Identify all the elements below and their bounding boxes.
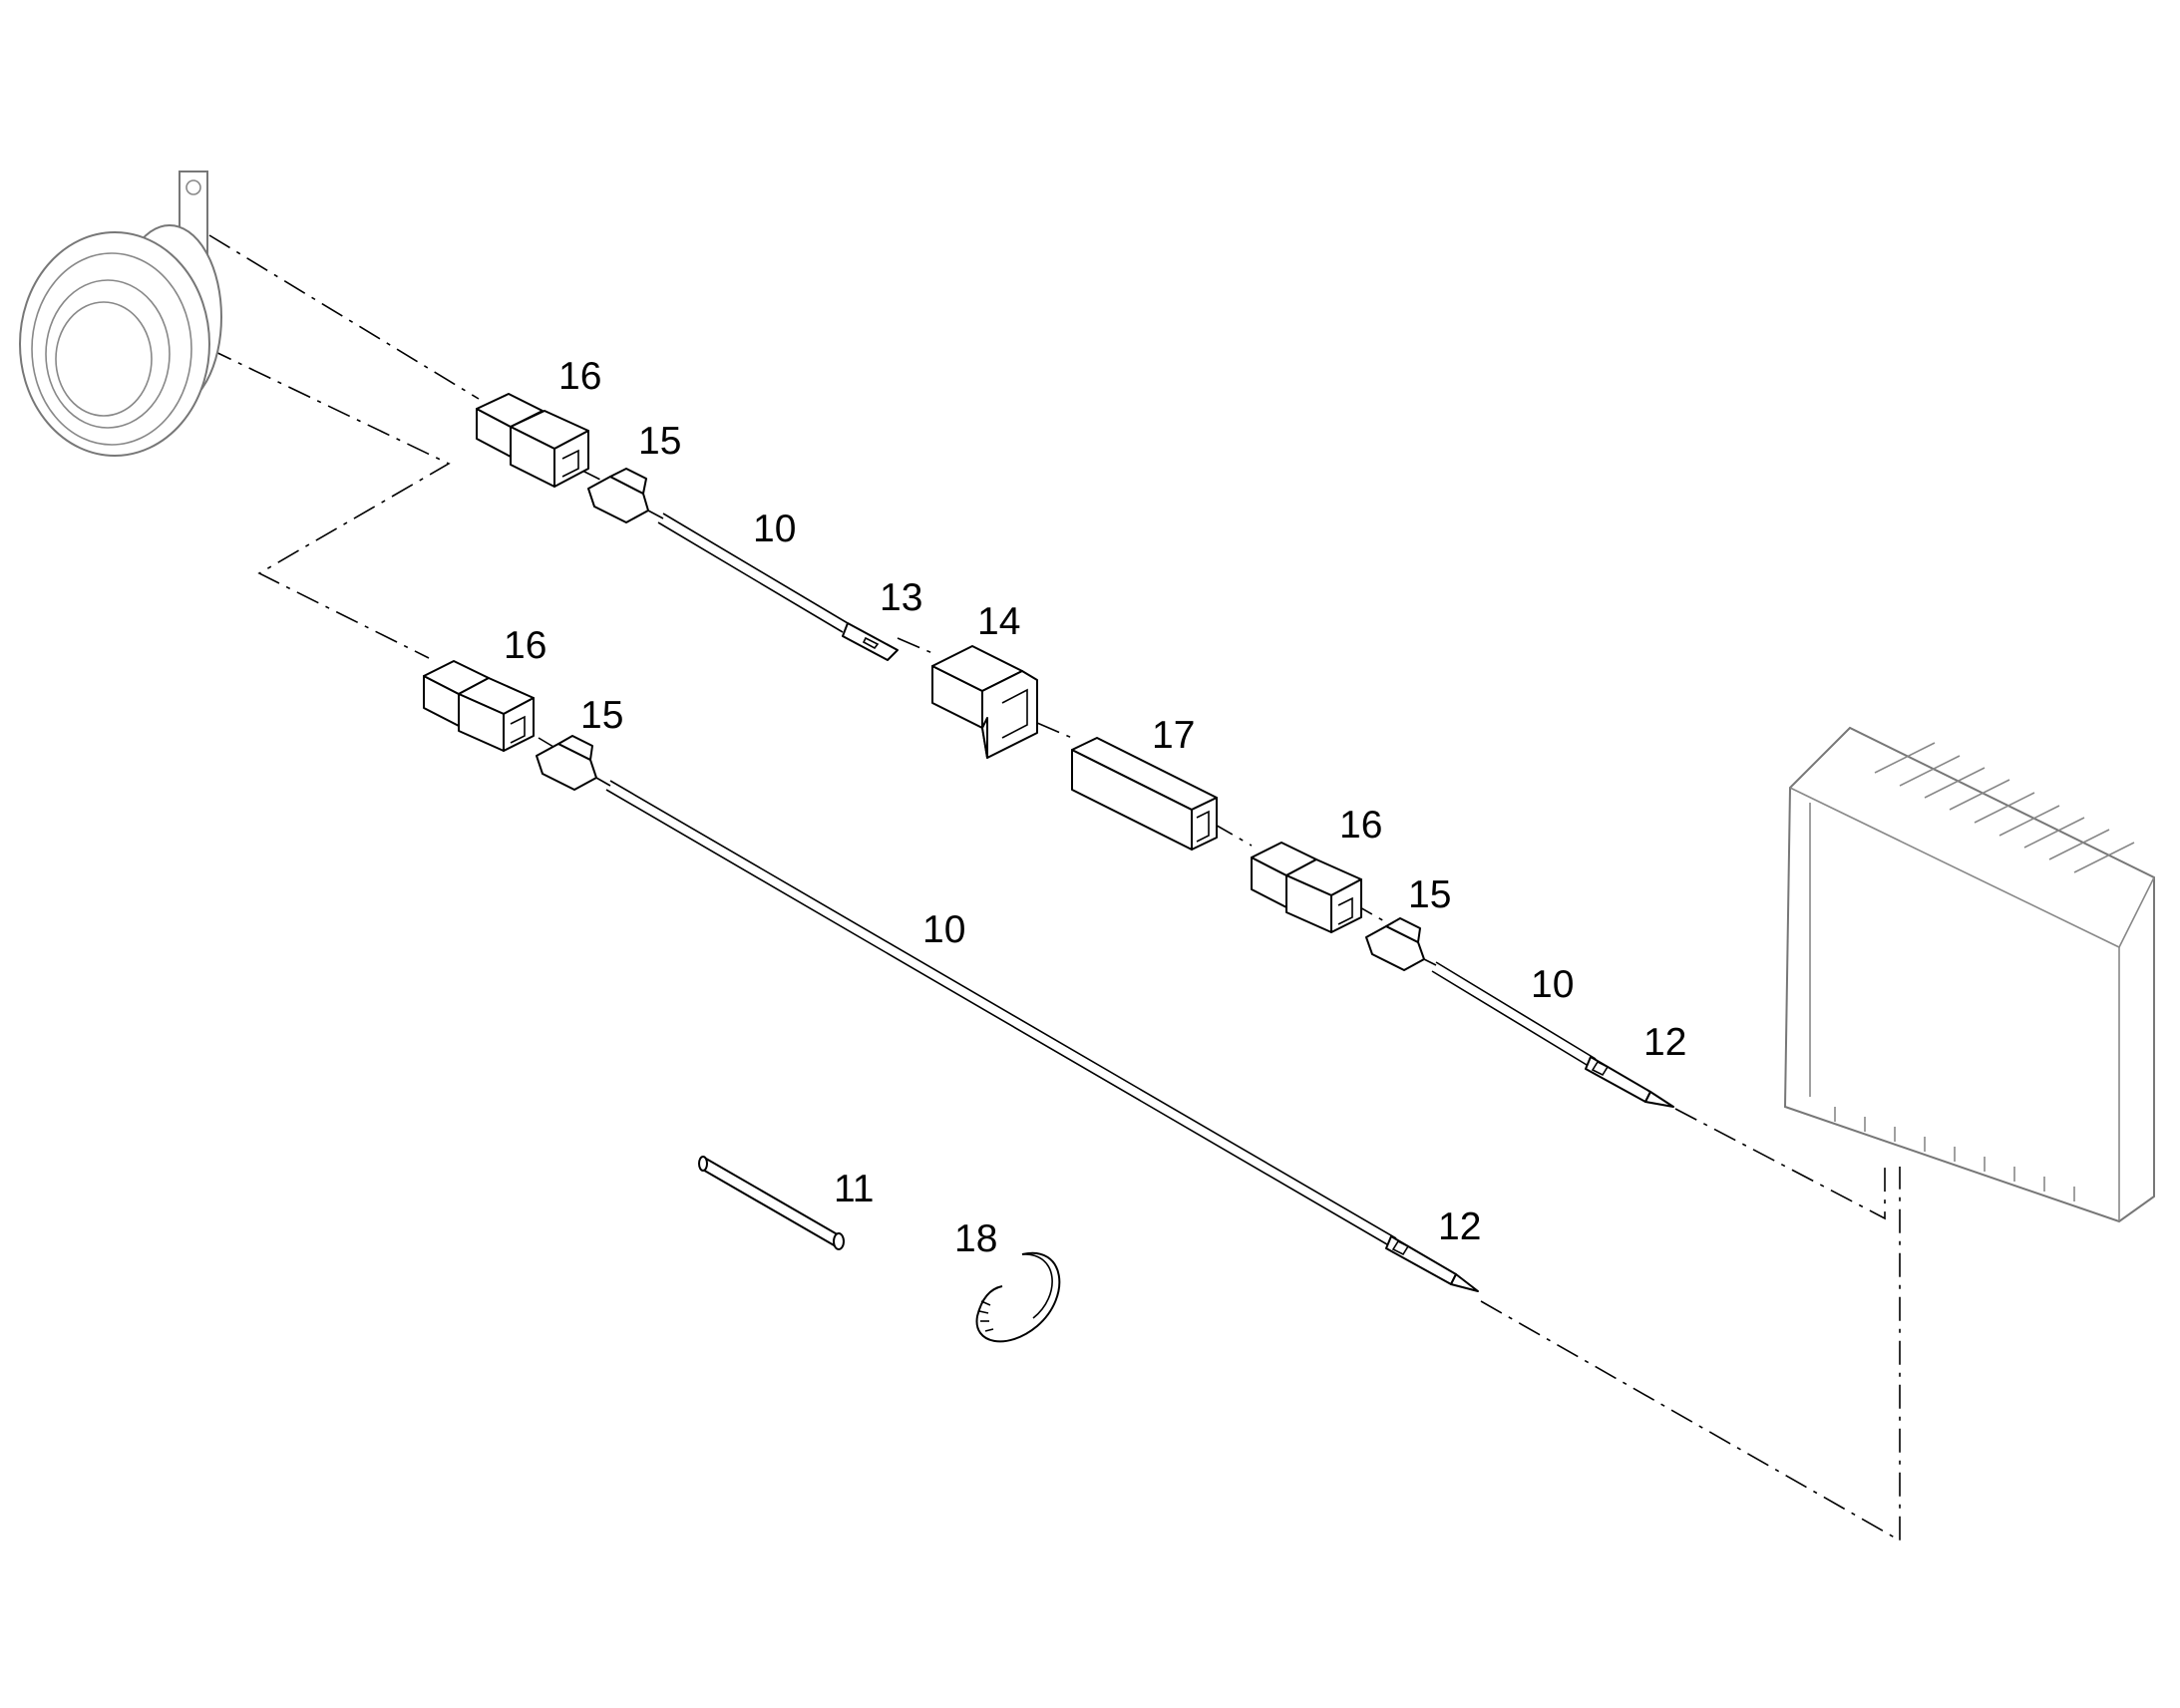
callout-13: 13 [880, 576, 922, 619]
callout-10: 10 [922, 908, 965, 951]
wire-10-upper [657, 512, 849, 633]
connector-housing-16-upper [476, 393, 589, 488]
callout-11: 11 [834, 1168, 875, 1210]
callout-16: 16 [504, 624, 546, 667]
wire-10-right [1431, 961, 1597, 1069]
terminal-13 [842, 622, 899, 661]
terminal-15-right [1365, 917, 1437, 971]
callout-16: 16 [1339, 804, 1382, 847]
control-unit [1783, 726, 2155, 1223]
wire-10-lower [605, 780, 1397, 1248]
terminal-15-upper [587, 468, 664, 523]
callout-14: 14 [977, 600, 1020, 643]
pin-12-upper [1585, 1056, 1674, 1108]
callout-15: 15 [1408, 873, 1451, 916]
leader-lines [208, 234, 1901, 1542]
connector-housing-16-right [1251, 842, 1362, 933]
horn [19, 171, 222, 457]
callout-10: 10 [1531, 963, 1574, 1006]
sleeve-11 [698, 1156, 845, 1250]
callout-18: 18 [954, 1217, 997, 1260]
callout-12: 12 [1643, 1021, 1686, 1064]
callout-15: 15 [638, 420, 681, 463]
callout-10: 10 [753, 508, 796, 550]
terminal-15-lower [536, 735, 611, 791]
callout-15: 15 [580, 694, 623, 737]
pin-12-lower [1385, 1235, 1479, 1292]
callout-labels: 16 15 10 13 14 16 15 17 16 15 10 10 12 1… [504, 355, 1686, 1260]
connector-housing-16-lower [423, 660, 535, 752]
connector-housing-14 [931, 645, 1038, 759]
callout-17: 17 [1152, 714, 1195, 757]
callout-16: 16 [558, 355, 601, 398]
connector-housing-17 [1071, 737, 1218, 851]
cable-tie-18 [975, 1251, 1061, 1343]
callout-12: 12 [1438, 1205, 1481, 1248]
